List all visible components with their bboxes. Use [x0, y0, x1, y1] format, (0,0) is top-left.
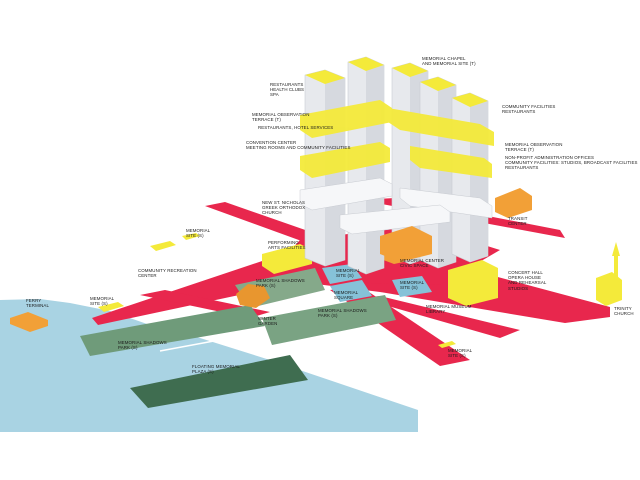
ferry-terminal-building [10, 312, 48, 332]
label-ferry: Ferry Terminal [26, 298, 49, 309]
label-greek-church: New St. Nicholas Greek Orthodox Church [262, 200, 306, 216]
label-observation-right: Memorial Observation Terrace (T) [505, 142, 563, 153]
trinity-church-building [596, 272, 622, 306]
label-community-rec: Community Recreation Center [138, 268, 197, 279]
concert-hall-building [448, 260, 498, 306]
sky-bridge-lower-right [410, 146, 492, 178]
label-observation-top: Memorial Observation Terrace (T) [252, 112, 310, 123]
label-memorial-center: Memorial Center Civic Space [400, 258, 445, 269]
ground-buildings [10, 188, 622, 348]
memorial-site-bottom-building [438, 341, 456, 348]
transit-center-building [495, 188, 532, 218]
label-memorial-site-a: Memorial Site (S) [336, 268, 361, 279]
tower-base-cube [380, 226, 432, 262]
label-memorial-square: Memorial Square [334, 290, 359, 301]
south-spur [360, 296, 520, 338]
memorial-site-water-building [98, 302, 124, 312]
memorial-parks [80, 268, 396, 408]
floating-memorial-plaza [130, 355, 308, 408]
label-transit: Transit Center [508, 216, 528, 227]
memorial-site-left-building [182, 233, 200, 240]
glass-terraces [299, 177, 493, 235]
sky-bridge-upper-right [388, 108, 494, 146]
memorial-site-b-square [392, 276, 432, 297]
winter-garden-building [236, 284, 270, 308]
memorial-site-a-square [322, 264, 362, 284]
sky-bridge-lower-left [300, 142, 390, 178]
label-memorial-site-left: Memorial Site (S) [186, 228, 211, 239]
sky-bridges [300, 100, 494, 178]
performing-arts-building [262, 244, 312, 274]
tower-cluster [299, 56, 494, 275]
pedestrian-walkway [159, 337, 231, 352]
label-trinity: Trinity Church [614, 306, 634, 317]
label-memorial-site-b: Memorial Site (S) [400, 280, 425, 291]
label-restaurants-hotel: Restaurants, Hotel Services [258, 125, 334, 130]
memorial-shadows-park-mid [262, 295, 396, 345]
sky-bridge-upper-left [300, 100, 392, 138]
label-chapel: Memorial Chapel and Memorial Site (T) [422, 56, 476, 67]
trinity-spire [612, 242, 620, 280]
label-performing: Performing Arts Facilities [268, 240, 306, 251]
label-memorial-shadows-mid: Memorial Shadows Park (S) [318, 308, 367, 319]
label-memorial-shadows-top: Memorial Shadows Park (S) [256, 278, 305, 289]
memorial-shadows-park-left [80, 305, 265, 356]
memorial-square [330, 280, 372, 302]
label-community-right: Community Facilities Restaurants [502, 104, 556, 115]
label-memorial-museum: Memorial Museum Library [426, 304, 472, 315]
label-convention: Convention Center Meeting Rooms and Comm… [246, 140, 351, 151]
label-restaurants-health: Restaurants Health Clubs Spa [270, 82, 305, 98]
label-winter-garden: Winter Garden [258, 316, 278, 327]
community-rec-building [150, 241, 176, 251]
label-nonprofit: Non-Profit Administration Offices Commun… [505, 155, 638, 171]
label-memorial-shadows-left: Memorial Shadows Park (S) [118, 340, 167, 351]
label-memorial-site-water: Memorial Site (S) [90, 296, 115, 307]
memorial-squares [322, 264, 432, 302]
label-concert: Concert Hall Opera House and Rehearsal S… [508, 270, 547, 291]
label-floating-plazas: Floating Memorial Plaza (S) [192, 364, 240, 375]
label-memorial-site-bottom: Memorial Site (S) [448, 348, 473, 359]
tower-5 [451, 92, 489, 263]
